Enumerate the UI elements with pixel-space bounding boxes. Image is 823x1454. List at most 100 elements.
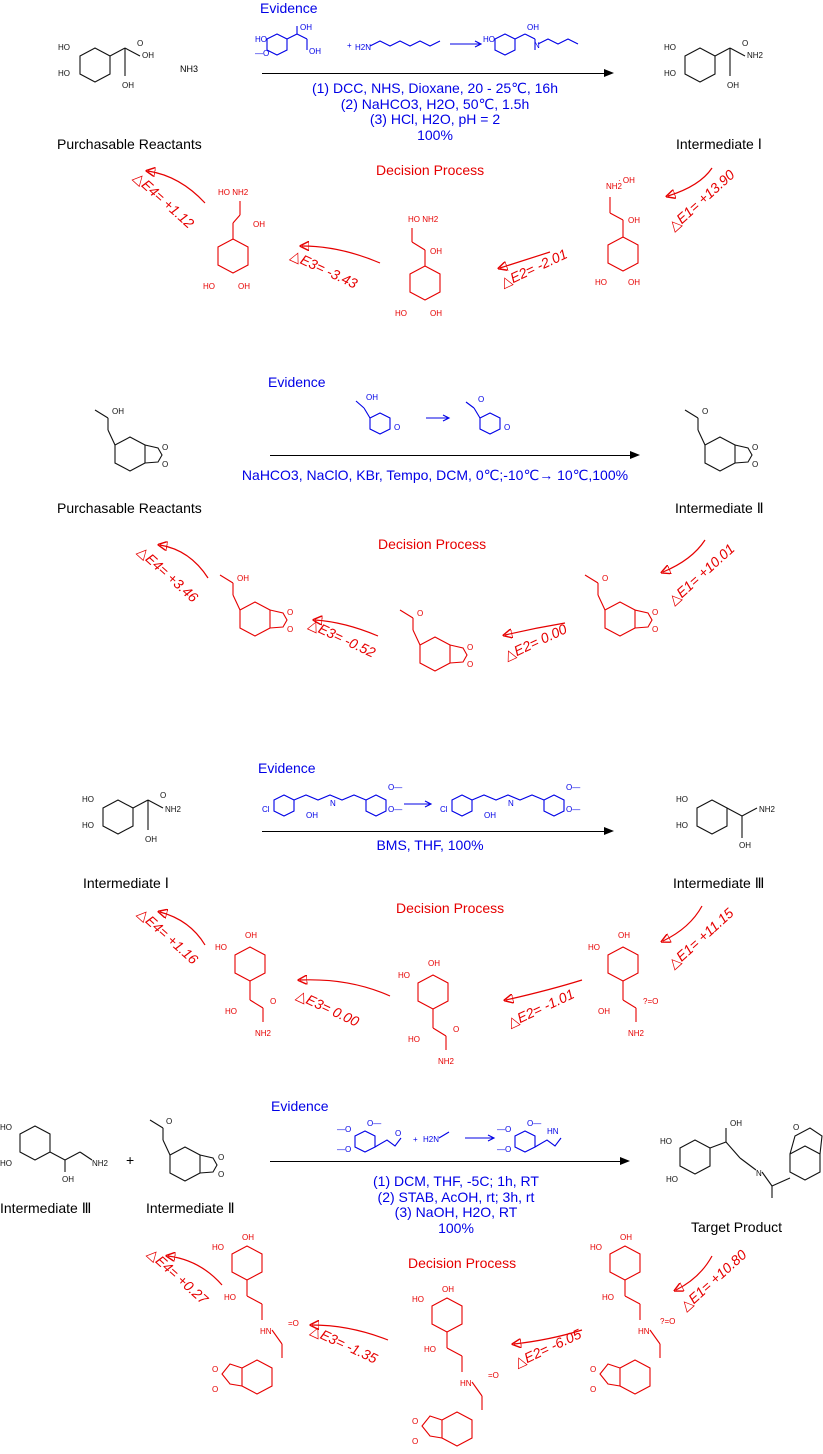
svg-text:O: O — [287, 625, 293, 634]
arc-e4-2 — [160, 545, 209, 579]
svg-text:—O: —O — [255, 49, 269, 58]
svg-text:HO: HO — [664, 69, 676, 78]
svg-text:HO: HO — [224, 1293, 236, 1302]
svg-text:?=O: ?=O — [660, 1317, 675, 1326]
svg-text:O: O — [212, 1385, 218, 1394]
left-label-4: Intermediate Ⅲ — [0, 1200, 92, 1216]
decision-molecule-2b: OOO — [399, 609, 473, 672]
right-label-2: Intermediate Ⅱ — [675, 500, 764, 516]
svg-text:HO: HO — [676, 795, 688, 804]
svg-text:HO: HO — [666, 1175, 678, 1184]
evidence-scheme-4: —O—OO— O + H2N —O—OO— HN — [337, 1119, 562, 1154]
svg-text:HO: HO — [82, 821, 94, 830]
svg-text:+: + — [347, 41, 352, 50]
svg-text:O: O — [162, 460, 168, 469]
svg-text:OH: OH — [245, 931, 257, 940]
decision-label-1: Decision Process — [376, 162, 485, 178]
condition-line: NaHCO3, NaClO, KBr, Tempo, DCM, 0℃;-10℃→… — [241, 467, 629, 483]
svg-text:OH: OH — [618, 931, 630, 940]
svg-text:O: O — [160, 791, 166, 800]
svg-text:O—: O— — [566, 783, 580, 792]
arc-e3-4 — [312, 1325, 389, 1341]
svg-text:HN: HN — [260, 1327, 272, 1336]
svg-text:O: O — [162, 443, 168, 452]
svg-text:N: N — [508, 799, 514, 808]
svg-text:O—: O— — [527, 1119, 541, 1128]
evidence-label-2: Evidence — [268, 374, 326, 390]
evidence-label-1: Evidence — [260, 0, 318, 16]
svg-text:O: O — [395, 1129, 401, 1138]
evidence-scheme-2: OHO OO — [355, 393, 510, 435]
svg-text:HO: HO — [0, 1159, 12, 1168]
svg-text:=O: =O — [488, 1371, 499, 1380]
svg-text:OH: OH — [430, 247, 442, 256]
left-label-1: Purchasable Reactants — [57, 136, 202, 152]
svg-text:O: O — [590, 1365, 596, 1374]
svg-text:O—: O— — [388, 783, 402, 792]
svg-text:OH: OH — [598, 1007, 610, 1016]
svg-text:HN: HN — [547, 1127, 559, 1136]
right-label-3: Intermediate Ⅲ — [673, 875, 765, 891]
svg-text:OH: OH — [428, 959, 440, 968]
svg-text:=O: =O — [288, 1319, 299, 1328]
svg-text:OH: OH — [730, 1119, 742, 1128]
svg-text:O: O — [417, 609, 423, 618]
svg-text:HO: HO — [203, 282, 215, 291]
reaction-arrowhead-4 — [620, 1157, 630, 1165]
svg-text:O: O — [504, 423, 510, 432]
svg-text:+: + — [413, 1135, 418, 1144]
svg-text:O: O — [218, 1170, 224, 1179]
svg-text:O: O — [467, 643, 473, 652]
evidence-scheme-3: Cl OHN O—O— Cl OHN O—O— — [262, 783, 580, 820]
svg-text:HO: HO — [398, 971, 410, 980]
svg-text:O: O — [752, 460, 758, 469]
svg-text:O—: O— — [566, 805, 580, 814]
svg-text:HO: HO — [590, 1243, 602, 1252]
svg-text:OH: OH — [300, 23, 312, 32]
reaction-arrowhead-3 — [604, 827, 614, 835]
svg-text:H2N: H2N — [355, 43, 371, 52]
svg-text:O—: O— — [367, 1119, 381, 1128]
conditions-1: (1) DCC, NHS, Dioxane, 20 - 25℃, 16h (2)… — [275, 80, 595, 143]
svg-text:N: N — [330, 799, 336, 808]
svg-text:OH: OH — [142, 51, 154, 60]
svg-text:O: O — [652, 608, 658, 617]
svg-text:OH: OH — [484, 811, 496, 820]
svg-text:NH2: NH2 — [92, 1159, 109, 1168]
arc-e2-2 — [505, 622, 566, 635]
svg-text:HO: HO — [660, 1137, 672, 1146]
evidence-label-3: Evidence — [258, 760, 316, 776]
svg-text:OH: OH — [442, 1285, 454, 1294]
svg-text:O: O — [270, 997, 276, 1006]
svg-text:Cl: Cl — [262, 805, 270, 814]
reaction-arrow-3 — [262, 831, 606, 832]
arc-e3-2 — [315, 620, 379, 637]
svg-text:—O: —O — [337, 1145, 351, 1154]
svg-text:O: O — [652, 625, 658, 634]
svg-text:OH: OH — [739, 841, 751, 850]
svg-text:O: O — [453, 1025, 459, 1034]
svg-text:—O: —O — [497, 1125, 511, 1134]
svg-text:O: O — [287, 608, 293, 617]
arc-e3-1 — [302, 246, 381, 264]
svg-text:HO: HO — [58, 69, 70, 78]
svg-text:OH: OH — [238, 282, 250, 291]
reagent-label-1: NH3 — [180, 64, 199, 74]
svg-text:HO NH2: HO NH2 — [218, 188, 249, 197]
condition-line: (3) HCl, H2O, pH = 2 — [369, 111, 501, 127]
svg-text:O: O — [166, 1117, 172, 1126]
arc-e1-4 — [676, 1255, 713, 1290]
conditions-3: BMS, THF, 100% — [300, 837, 560, 854]
right-label-4: Target Product — [691, 1219, 783, 1235]
svg-text:O: O — [793, 1123, 799, 1132]
svg-text:OH: OH — [620, 1233, 632, 1242]
arc-e4-1 — [148, 171, 206, 204]
